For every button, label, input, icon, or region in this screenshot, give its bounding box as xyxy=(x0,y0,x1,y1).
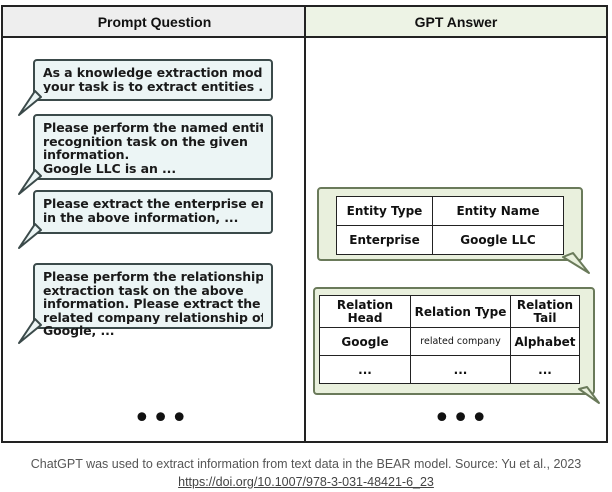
figure-caption: ChatGPT was used to extract information … xyxy=(30,457,582,471)
prompt-line: in the above information, ... xyxy=(43,210,239,224)
prompt-line: recognition task on the given xyxy=(43,134,248,148)
source-link[interactable]: https://doi.org/10.1007/978-3-031-48421-… xyxy=(178,475,434,489)
figure: Prompt Question GPT Answer As a knowledg… xyxy=(1,5,608,443)
table-cell: ... xyxy=(410,355,511,384)
prompt-line: Please perform the relationship xyxy=(43,270,263,284)
column-divider xyxy=(304,7,306,441)
table-cell: Alphabet xyxy=(510,327,580,356)
prompt-bubble-4: Please perform the relationship extracti… xyxy=(33,263,273,337)
bubble-tail xyxy=(18,169,42,195)
bubble-tail xyxy=(578,386,600,404)
prompt-line: Please extract the enterprise entity xyxy=(43,197,263,211)
gpt-answer-header: GPT Answer xyxy=(306,7,606,38)
more-prompts-ellipsis: ••• xyxy=(133,401,190,436)
relation-head-header: Relation Head xyxy=(319,295,411,328)
prompt-line: your task is to extract entities ... xyxy=(43,79,263,93)
prompt-bubble-3: Please extract the enterprise entity in … xyxy=(33,190,273,234)
relation-table: Relation Head Relation Type Relation Tai… xyxy=(319,295,580,384)
prompt-line: information. Please extract the xyxy=(43,297,261,311)
table-cell: Enterprise xyxy=(336,225,433,255)
prompt-line: related company relationship of xyxy=(43,310,263,324)
table-row: ... ... ... xyxy=(319,355,580,384)
prompt-bubble-2: Please perform the named entity recognit… xyxy=(33,114,273,180)
table-cell: Google xyxy=(319,327,411,356)
relation-tail-header: Relation Tail xyxy=(510,295,580,328)
entity-name-header: Entity Name xyxy=(432,196,564,226)
prompt-line: extraction task on the above xyxy=(43,283,244,297)
entity-type-header: Entity Type xyxy=(336,196,433,226)
table-cell: ... xyxy=(510,355,580,384)
prompt-line: Please perform the named entity xyxy=(43,121,263,135)
entity-table: Entity Type Entity Name Enterprise Googl… xyxy=(336,196,564,255)
table-row: Enterprise Google LLC xyxy=(336,225,564,255)
bubble-tail xyxy=(18,223,42,249)
prompt-line: Google, ... xyxy=(43,324,115,338)
more-answers-ellipsis: ••• xyxy=(433,401,490,436)
bubble-tail xyxy=(562,252,590,274)
table-row: Entity Type Entity Name xyxy=(336,196,564,226)
prompt-bubble-1: As a knowledge extraction model, your ta… xyxy=(33,59,273,101)
header-label: Relation Head xyxy=(336,297,394,325)
table-cell: Google LLC xyxy=(432,225,564,255)
table-cell: ... xyxy=(319,355,411,384)
prompt-line: information. xyxy=(43,148,130,162)
bubble-tail xyxy=(18,90,42,116)
bubble-tail xyxy=(18,318,42,344)
prompt-question-header: Prompt Question xyxy=(3,7,306,38)
prompt-line: As a knowledge extraction model, xyxy=(43,66,263,80)
table-cell: related company xyxy=(410,327,511,356)
header-label: Relation Tail xyxy=(516,297,574,325)
relation-type-header: Relation Type xyxy=(410,295,511,328)
table-row: Relation Head Relation Type Relation Tai… xyxy=(319,295,580,328)
table-row: Google related company Alphabet xyxy=(319,327,580,356)
prompt-line: Google LLC is an ... xyxy=(43,161,176,175)
